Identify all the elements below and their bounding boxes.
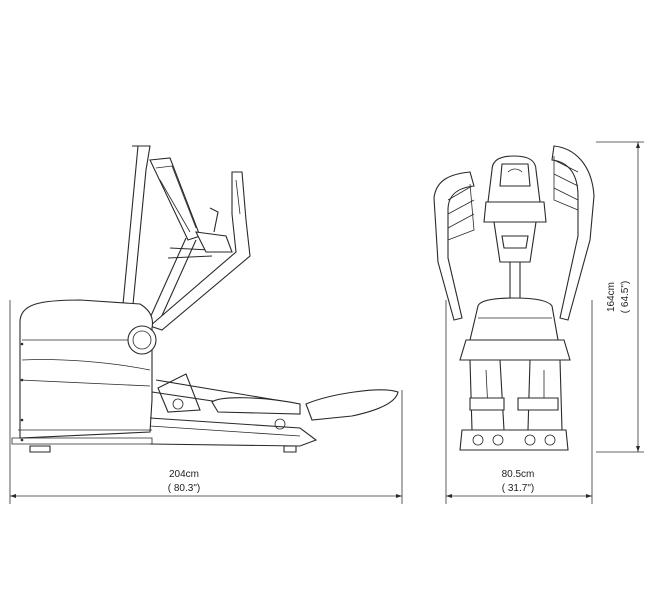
front-width-label: 80.5cm xyxy=(502,469,535,480)
side-width-imperial-label: ( 80.3") xyxy=(168,483,200,494)
front-width-dimension xyxy=(445,300,593,504)
side-width-label: 204cm xyxy=(169,469,199,480)
side-width-dimension xyxy=(9,300,403,504)
height-imperial-label: ( 64.5") xyxy=(620,281,631,313)
height-dimension xyxy=(596,141,644,453)
front-view-machine xyxy=(433,145,595,451)
side-view-machine xyxy=(11,145,399,453)
height-label: 164cm xyxy=(606,282,617,312)
front-width-imperial-label: ( 31.7") xyxy=(502,483,534,494)
